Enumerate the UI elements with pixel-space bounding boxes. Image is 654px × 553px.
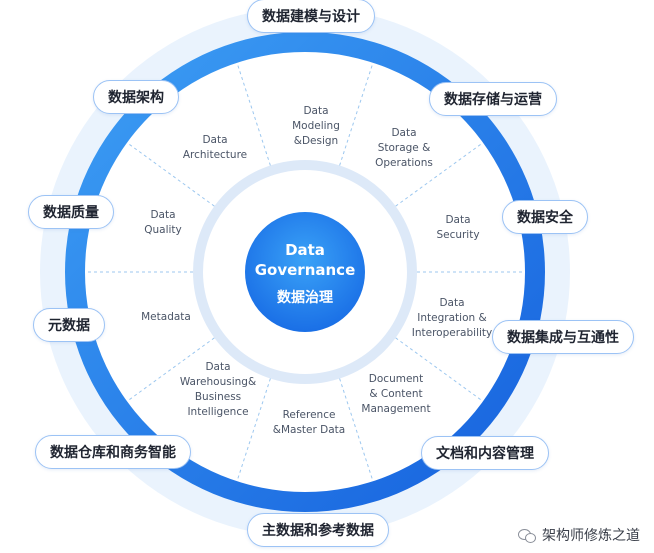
segment-label-line: Quality bbox=[144, 224, 182, 236]
label-data-architecture: 数据架构 bbox=[93, 80, 179, 114]
segment-label-line: Modeling bbox=[292, 120, 340, 132]
label-master-reference: 主数据和参考数据 bbox=[247, 513, 389, 547]
wechat-icon bbox=[518, 528, 536, 543]
segment-label-line: Interoperability bbox=[412, 327, 492, 339]
segment-label-line: Document bbox=[369, 373, 423, 385]
segment-label-line: Intelligence bbox=[187, 406, 248, 418]
center-title-zh: 数据治理 bbox=[277, 289, 333, 306]
segment-label-line: Integration & bbox=[417, 312, 486, 324]
segment-divider bbox=[236, 62, 271, 166]
segment-divider bbox=[236, 378, 271, 482]
segment-label-line: Security bbox=[436, 229, 479, 241]
segment-divider bbox=[126, 337, 215, 402]
segment-divider bbox=[126, 142, 215, 207]
segment-label-line: Data bbox=[439, 297, 464, 309]
segment-label-line: Business bbox=[195, 391, 241, 403]
segment-divider bbox=[339, 378, 374, 482]
segment-label-line: &Design bbox=[294, 135, 338, 147]
segment-label-line: Data bbox=[303, 105, 328, 117]
segment-divider bbox=[339, 62, 374, 166]
label-data-quality: 数据质量 bbox=[28, 195, 114, 229]
segment-label-line: Data bbox=[202, 134, 227, 146]
segment-label-line: Management bbox=[361, 403, 430, 415]
watermark-text: 架构师修炼之道 bbox=[542, 528, 640, 544]
segment-label-line: Data bbox=[205, 361, 230, 373]
segment-label-line: Data bbox=[391, 127, 416, 139]
segment-divider bbox=[395, 337, 484, 402]
segment-divider bbox=[395, 142, 484, 207]
segment-label-line: Data bbox=[150, 209, 175, 221]
label-data-modeling: 数据建模与设计 bbox=[247, 0, 375, 33]
segment-dividers bbox=[85, 62, 525, 482]
segment-label-line: &Master Data bbox=[273, 424, 345, 436]
label-data-storage: 数据存储与运营 bbox=[429, 82, 557, 116]
segment-label-line: Data bbox=[445, 214, 470, 226]
segment-label: Reference&Master Data bbox=[273, 409, 345, 436]
center-circle bbox=[245, 212, 365, 332]
center-title-en-2: Governance bbox=[255, 261, 356, 279]
segment-label: Metadata bbox=[141, 311, 191, 323]
label-data-integration: 数据集成与互通性 bbox=[492, 320, 634, 354]
label-metadata: 元数据 bbox=[33, 308, 105, 342]
segment-label-line: Warehousing& bbox=[180, 376, 256, 388]
label-data-security: 数据安全 bbox=[502, 200, 588, 234]
segment-label-line: Reference bbox=[283, 409, 336, 421]
label-document-content: 文档和内容管理 bbox=[421, 436, 549, 470]
segment-label-line: & Content bbox=[369, 388, 422, 400]
label-data-warehouse: 数据仓库和商务智能 bbox=[35, 435, 191, 469]
segment-label-line: Architecture bbox=[183, 149, 247, 161]
segment-label-line: Storage & bbox=[378, 142, 431, 154]
center-title-en-1: Data bbox=[285, 241, 325, 259]
segment-label-line: Operations bbox=[375, 157, 433, 169]
segment-label-line: Metadata bbox=[141, 311, 191, 323]
watermark: 架构师修炼之道 bbox=[518, 525, 640, 545]
